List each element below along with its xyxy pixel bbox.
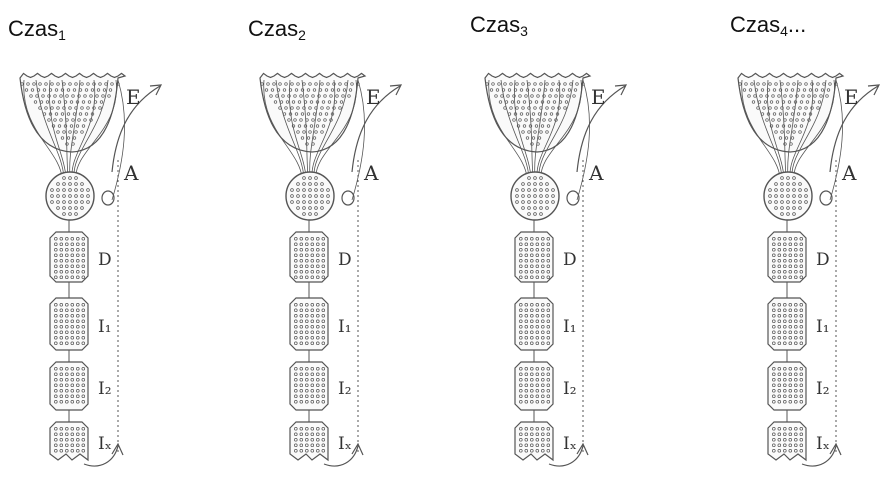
- block-label-3: I₂: [563, 379, 577, 399]
- label-side: A: [841, 161, 857, 185]
- label-side: A: [123, 161, 139, 185]
- label-top: E: [844, 85, 859, 109]
- block-label-1: D: [338, 250, 352, 270]
- block-label-4: Iₓ: [98, 434, 112, 454]
- label-ring: O: [838, 204, 839, 205]
- block-label-3: I₂: [98, 379, 112, 399]
- label-side: A: [363, 161, 379, 185]
- label-side: A: [588, 161, 604, 185]
- diagram-panel-3: D I₁ I₂ Iₓ E A O: [485, 73, 626, 466]
- block-label-1: D: [98, 250, 112, 270]
- block-label-1: D: [563, 250, 577, 270]
- block-label-2: I₁: [816, 317, 830, 337]
- block-label-2: I₁: [563, 317, 577, 337]
- label-ring: O: [360, 204, 361, 205]
- block-label-4: Iₓ: [338, 434, 352, 454]
- label-top: E: [366, 85, 381, 109]
- diagram-panel-2: D I₁ I₂ Iₓ E A O: [260, 73, 401, 466]
- diagram-panel-4: D I₁ I₂ Iₓ E A O: [738, 73, 879, 466]
- block-label-2: I₁: [98, 317, 112, 337]
- label-ring: O: [585, 204, 586, 205]
- label-top: E: [126, 85, 141, 109]
- diagram-panel-1: D I₁ I₂ Iₓ E A O: [20, 73, 161, 466]
- block-label-4: Iₓ: [816, 434, 830, 454]
- block-label-3: I₂: [338, 379, 352, 399]
- block-label-4: Iₓ: [563, 434, 577, 454]
- block-label-3: I₂: [816, 379, 830, 399]
- block-label-2: I₁: [338, 317, 352, 337]
- label-ring: O: [120, 204, 121, 205]
- block-label-1: D: [816, 250, 830, 270]
- label-top: E: [591, 85, 606, 109]
